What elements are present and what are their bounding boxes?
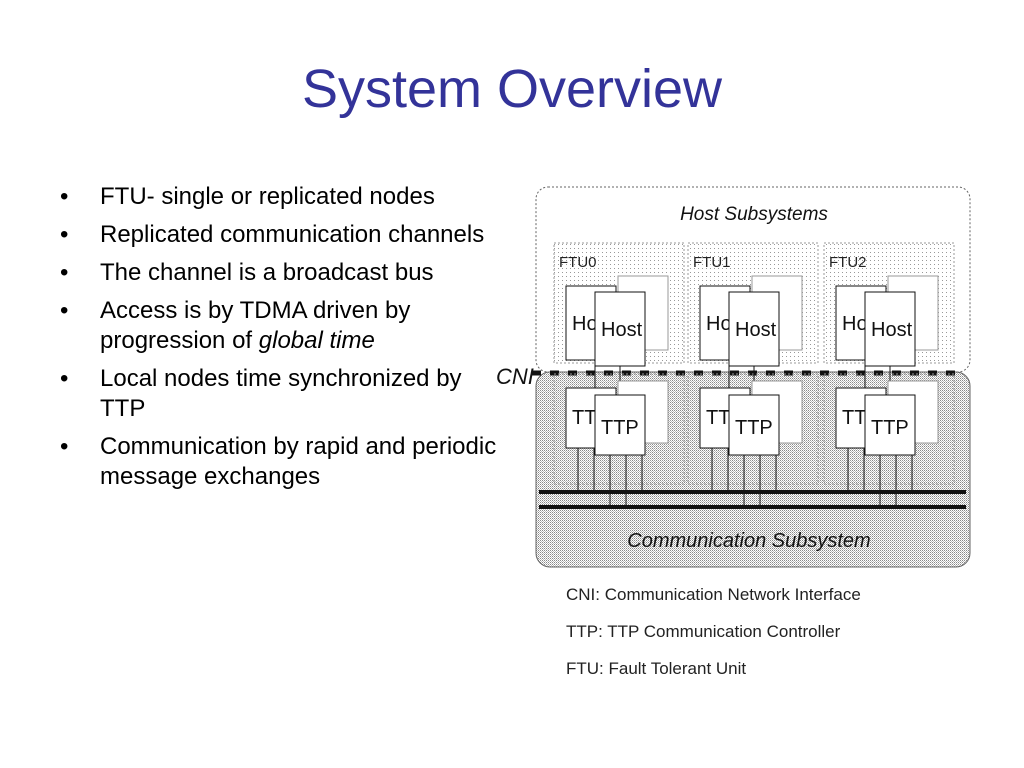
legend-ftu: FTU: Fault Tolerant Unit [566,659,746,678]
legend-cni: CNI: Communication Network Interface [566,585,861,604]
italic-term: global time [258,327,375,354]
ftu-label: FTU0 [559,254,597,271]
host-subsystems-label: Host Subsystems [680,204,828,225]
ttp-box-label: TTP [601,417,639,439]
slide-title: System Overview [301,59,723,119]
ftu-2: FTU2 Host Host TTP TTP [823,242,955,507]
bullet-item: Replicated communication channels [60,220,510,250]
cni-label: CNI [496,364,534,389]
ftu-label: FTU1 [693,254,731,271]
bullet-item: FTU- single or replicated nodes [60,182,510,212]
host-box-label: Host [871,319,913,341]
legend-ttp: TTP: TTP Communication Controller [566,622,841,641]
communication-subsystem-label: Communication Subsystem [627,530,870,552]
ttp-box-label: TTP [735,417,773,439]
host-box-label: Host [735,319,777,341]
bullet-list: FTU- single or replicated nodes Replicat… [60,182,510,500]
bullet-item: Communication by rapid and periodic mess… [60,432,510,492]
bullet-item: Access is by TDMA driven by progression … [60,296,510,356]
ftu-0: FTU0 Host Host TTP TTP [553,242,685,507]
ftu-label: FTU2 [829,254,867,271]
bullet-item: Local nodes time synchronized by TTP [60,364,510,424]
host-box-label: Host [601,319,643,341]
system-diagram: Host Subsystems Communication Subsystem … [496,186,971,678]
bullet-item: The channel is a broadcast bus [60,258,510,288]
ftu-1: FTU1 Host Host TTP TTP [687,242,819,507]
ttp-box-label: TTP [871,417,909,439]
